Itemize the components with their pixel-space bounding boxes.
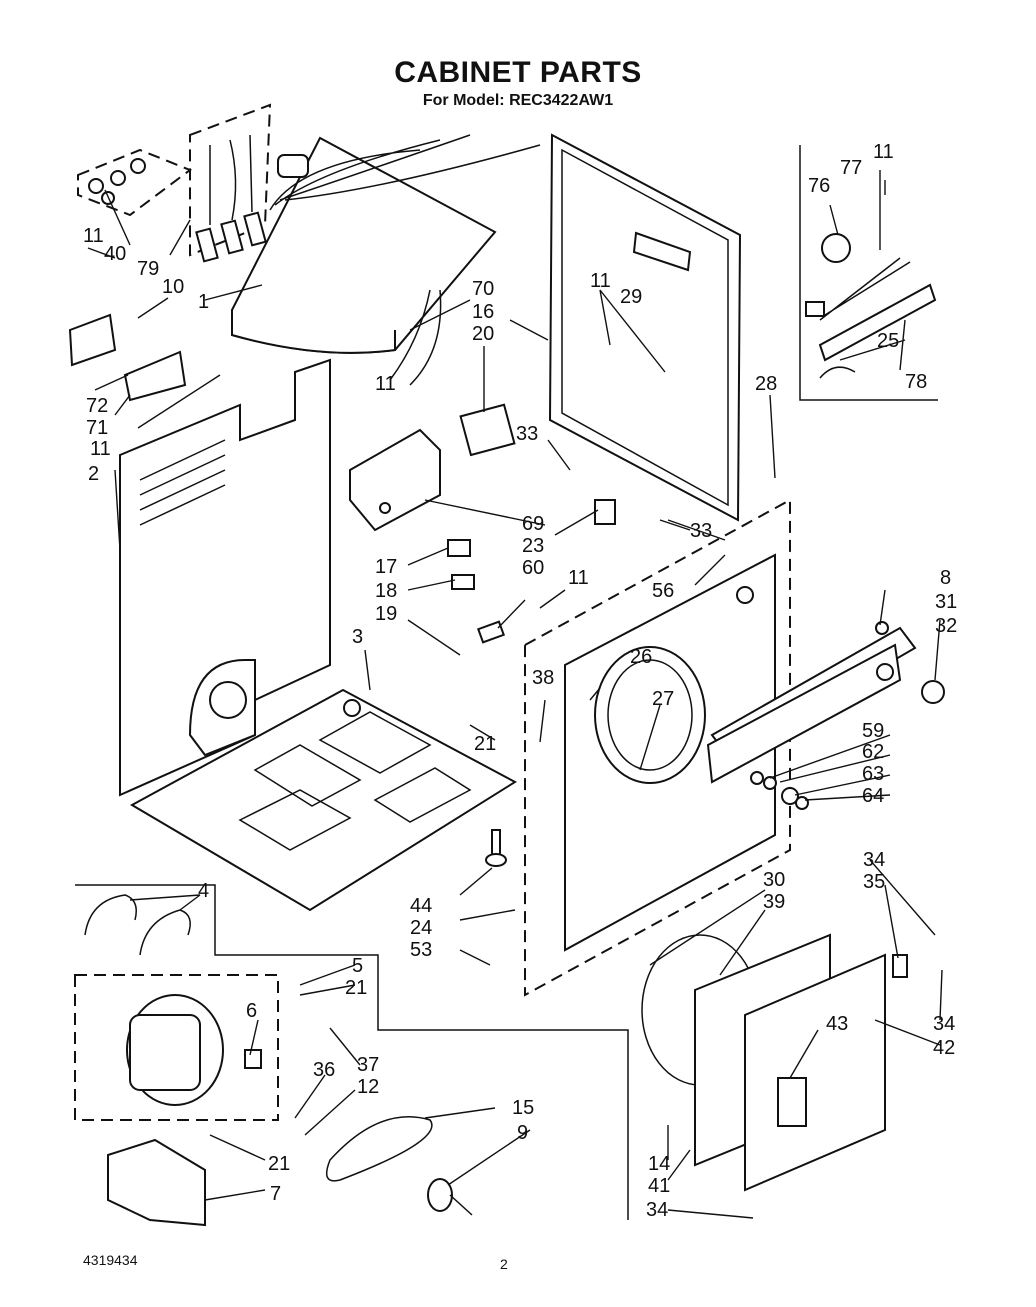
page-number: 2 <box>500 1256 508 1272</box>
leveling-leg-44 <box>485 829 507 867</box>
callout-14: 14 <box>648 1153 670 1175</box>
callout-44: 44 <box>410 895 432 917</box>
callout-78: 78 <box>905 371 927 393</box>
callout-16: 16 <box>472 301 494 323</box>
callout-19: 19 <box>375 603 397 625</box>
callout-34-c: 34 <box>646 1199 668 1221</box>
callout-32: 32 <box>935 615 957 637</box>
callout-43: 43 <box>826 1013 848 1035</box>
callout-79: 79 <box>137 258 159 280</box>
terminal-group-79 <box>189 103 272 263</box>
base-3 <box>129 688 517 912</box>
callout-41: 41 <box>648 1175 670 1197</box>
callout-60: 60 <box>522 557 544 579</box>
top-panel-1 <box>231 136 497 354</box>
bracket-group-40 <box>77 148 193 217</box>
callout-7: 7 <box>270 1183 281 1205</box>
callout-2: 2 <box>88 463 99 485</box>
callout-34-a: 34 <box>863 849 885 871</box>
clamps-4 <box>84 894 191 956</box>
callout-63: 63 <box>862 763 884 785</box>
callout-29: 29 <box>620 286 642 308</box>
callout-77: 77 <box>840 157 862 179</box>
callout-27: 27 <box>652 688 674 710</box>
callout-76: 76 <box>808 175 830 197</box>
callout-38: 38 <box>532 667 554 689</box>
belt-15 <box>325 1116 433 1182</box>
callout-53: 53 <box>410 939 432 961</box>
callout-56: 56 <box>652 580 674 602</box>
bracket-69 <box>349 428 441 532</box>
callout-64: 64 <box>862 785 884 807</box>
callout-17: 17 <box>375 556 397 578</box>
callout-24: 24 <box>410 917 432 939</box>
callout-11-f: 11 <box>873 141 894 163</box>
callout-1: 1 <box>198 291 209 313</box>
callout-23: 23 <box>522 535 544 557</box>
console-31 <box>706 621 945 784</box>
wire-harness <box>269 134 541 386</box>
rear-panel-16 <box>548 133 742 522</box>
callout-26: 26 <box>630 646 652 668</box>
callout-4: 4 <box>198 880 209 902</box>
callout-21-a: 21 <box>474 733 496 755</box>
callout-31: 31 <box>935 591 957 613</box>
callout-72: 72 <box>86 395 108 417</box>
callout-33-a: 33 <box>516 423 538 445</box>
callout-30: 30 <box>763 869 785 891</box>
callout-42: 42 <box>933 1037 955 1059</box>
callout-10: 10 <box>162 276 184 298</box>
switches-17-18-60 <box>447 499 616 644</box>
callout-21-c: 21 <box>268 1153 290 1175</box>
callout-40: 40 <box>104 243 126 265</box>
motor-mount-7 <box>107 1138 206 1227</box>
callout-6: 6 <box>246 1000 257 1022</box>
callout-11-d: 11 <box>375 373 396 395</box>
callout-35: 35 <box>863 871 885 893</box>
callout-20: 20 <box>472 323 494 345</box>
diagram-title: CABINET PARTS <box>394 56 642 89</box>
callout-34-b: 34 <box>933 1013 955 1035</box>
callout-12: 12 <box>357 1076 379 1098</box>
callout-11-a: 11 <box>83 225 104 247</box>
callout-11-e: 11 <box>568 567 589 589</box>
bracket-72-71 <box>68 313 187 402</box>
callout-labels: 11 40 79 10 1 72 71 11 2 70 16 20 11 29 … <box>83 141 957 1221</box>
callout-11-b: 11 <box>90 438 111 460</box>
document-number: 4319434 <box>83 1252 138 1268</box>
callout-33-b: 33 <box>690 520 712 542</box>
callout-21-b: 21 <box>345 977 367 999</box>
front-panel-24 <box>524 498 791 997</box>
leader-lines <box>87 170 943 1219</box>
callout-62: 62 <box>862 741 884 763</box>
callout-3: 3 <box>352 626 363 648</box>
callout-37: 37 <box>357 1054 379 1076</box>
callout-59: 59 <box>862 720 884 742</box>
side-panel-2 <box>119 358 331 797</box>
callout-18: 18 <box>375 580 397 602</box>
door-switch-group <box>799 145 938 401</box>
model-subtitle: For Model: REC3422AW1 <box>422 92 614 109</box>
callout-69: 69 <box>522 513 544 535</box>
callout-70: 70 <box>472 278 494 300</box>
callout-5: 5 <box>352 955 363 977</box>
idler-9 <box>427 1178 473 1216</box>
callout-9: 9 <box>517 1122 528 1144</box>
timer-20 <box>459 403 516 457</box>
callout-25: 25 <box>877 330 899 352</box>
callout-36: 36 <box>313 1059 335 1081</box>
callout-39: 39 <box>763 891 785 913</box>
door-assembly <box>641 933 908 1192</box>
callout-28: 28 <box>755 373 777 395</box>
motor-group <box>74 974 279 1121</box>
callout-71: 71 <box>86 417 108 439</box>
callout-15: 15 <box>512 1097 534 1119</box>
callout-11-c: 11 <box>590 270 611 292</box>
callout-8: 8 <box>940 567 951 589</box>
